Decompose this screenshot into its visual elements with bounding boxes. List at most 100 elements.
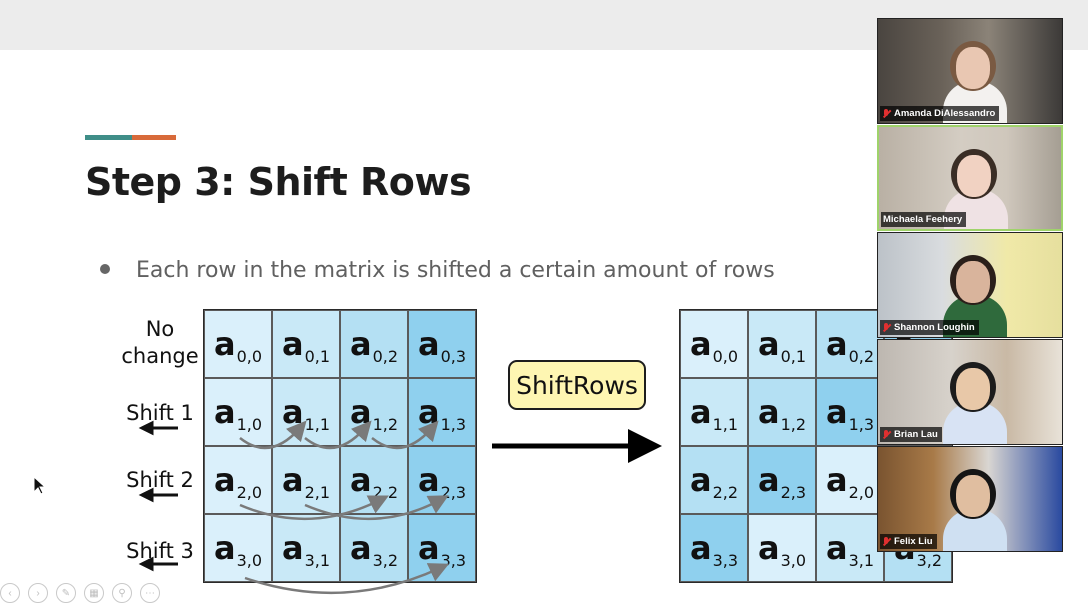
participant-face bbox=[956, 47, 990, 89]
cell-subscript: 0,1 bbox=[304, 346, 331, 366]
cell-subscript: 2,3 bbox=[780, 482, 807, 502]
cell-letter: a bbox=[213, 461, 236, 499]
participant-nameplate: Brian Lau bbox=[880, 427, 942, 442]
participant-name: Felix Liu bbox=[894, 536, 933, 547]
cell-letter: a bbox=[689, 393, 712, 431]
cell-subscript: 0,2 bbox=[372, 346, 399, 366]
mic-muted-icon bbox=[882, 536, 891, 547]
wrap-curves bbox=[239, 420, 450, 594]
cell-letter: a bbox=[825, 461, 848, 499]
participant-tile[interactable]: Amanda DiAlessandro bbox=[877, 18, 1063, 124]
cell-letter: a bbox=[417, 393, 440, 431]
cell-subscript: 3,2 bbox=[916, 550, 943, 570]
participant-name: Shannon Loughin bbox=[894, 322, 975, 333]
bullet-dot-icon bbox=[100, 264, 110, 274]
cell-subscript: 0,3 bbox=[440, 346, 467, 366]
cell-subscript: 3,0 bbox=[236, 550, 263, 570]
participant-tile[interactable]: Michaela Feehery bbox=[877, 125, 1063, 231]
bullet-text: Each row in the matrix is shifted a cert… bbox=[136, 258, 775, 283]
prev-icon[interactable]: ‹ bbox=[0, 583, 20, 603]
row-label-0: No change bbox=[116, 316, 204, 370]
row-label-1: Shift 1 bbox=[126, 401, 194, 425]
participant-tile[interactable]: Brian Lau bbox=[877, 339, 1063, 445]
cell-letter: a bbox=[825, 393, 848, 431]
more-icon[interactable]: ⋯ bbox=[140, 583, 160, 603]
cell-letter: a bbox=[825, 325, 848, 363]
cell-letter: a bbox=[213, 325, 236, 363]
cell-subscript: 1,2 bbox=[780, 414, 807, 434]
cell-subscript: 3,0 bbox=[780, 550, 807, 570]
cell-letter: a bbox=[417, 461, 440, 499]
participant-tile[interactable]: Shannon Loughin bbox=[877, 232, 1063, 338]
accent-bar-teal bbox=[85, 135, 132, 140]
cell-subscript: 1,3 bbox=[848, 414, 875, 434]
cell-subscript: 1,1 bbox=[712, 414, 739, 434]
cell-subscript: 1,3 bbox=[440, 414, 467, 434]
participant-nameplate: Shannon Loughin bbox=[880, 320, 979, 335]
cell-letter: a bbox=[757, 529, 780, 567]
mic-muted-icon bbox=[882, 322, 891, 333]
mouse-cursor-icon bbox=[33, 476, 47, 495]
cell-letter: a bbox=[689, 325, 712, 363]
bullet-item: Each row in the matrix is shifted a cert… bbox=[100, 258, 775, 283]
cell-letter: a bbox=[349, 393, 372, 431]
cell-subscript: 2,0 bbox=[236, 482, 263, 502]
participant-face bbox=[956, 475, 990, 517]
row-label-2: Shift 2 bbox=[126, 468, 194, 492]
cell-letter: a bbox=[417, 325, 440, 363]
cell-letter: a bbox=[213, 393, 236, 431]
cell-letter: a bbox=[349, 529, 372, 567]
next-icon[interactable]: › bbox=[28, 583, 48, 603]
cell-letter: a bbox=[349, 461, 372, 499]
participant-tile[interactable]: Felix Liu bbox=[877, 446, 1063, 552]
cell-letter: a bbox=[281, 325, 304, 363]
cell-letter: a bbox=[281, 529, 304, 567]
shiftrows-label: ShiftRows bbox=[508, 360, 646, 410]
gallery-icon[interactable]: ▦ bbox=[84, 583, 104, 603]
row-label-0-line2: change bbox=[121, 344, 199, 368]
participant-face bbox=[956, 261, 990, 303]
cell-subscript: 1,1 bbox=[304, 414, 331, 434]
cell-subscript: 0,2 bbox=[848, 346, 875, 366]
cell-subscript: 3,2 bbox=[372, 550, 399, 570]
participant-name: Michaela Feehery bbox=[883, 214, 963, 225]
zoom-icon[interactable]: ⚲ bbox=[112, 583, 132, 603]
mic-muted-icon bbox=[882, 108, 891, 119]
cell-letter: a bbox=[689, 529, 712, 567]
cell-letter: a bbox=[281, 393, 304, 431]
cell-letter: a bbox=[757, 461, 780, 499]
cell-letter: a bbox=[213, 529, 236, 567]
participant-nameplate: Michaela Feehery bbox=[881, 212, 967, 227]
cell-letter: a bbox=[825, 529, 848, 567]
transform-arrow bbox=[492, 429, 662, 463]
cell-subscript: 2,0 bbox=[848, 482, 875, 502]
participant-nameplate: Amanda DiAlessandro bbox=[880, 106, 1000, 121]
pen-icon[interactable]: ✎ bbox=[56, 583, 76, 603]
cell-letter: a bbox=[757, 393, 780, 431]
participant-name: Amanda DiAlessandro bbox=[894, 108, 996, 119]
cell-letter: a bbox=[281, 461, 304, 499]
slide-title: Step 3: Shift Rows bbox=[85, 160, 472, 204]
row-label-3: Shift 3 bbox=[126, 539, 194, 563]
cell-letter: a bbox=[349, 325, 372, 363]
participant-nameplate: Felix Liu bbox=[880, 534, 937, 549]
cell-letter: a bbox=[757, 325, 780, 363]
